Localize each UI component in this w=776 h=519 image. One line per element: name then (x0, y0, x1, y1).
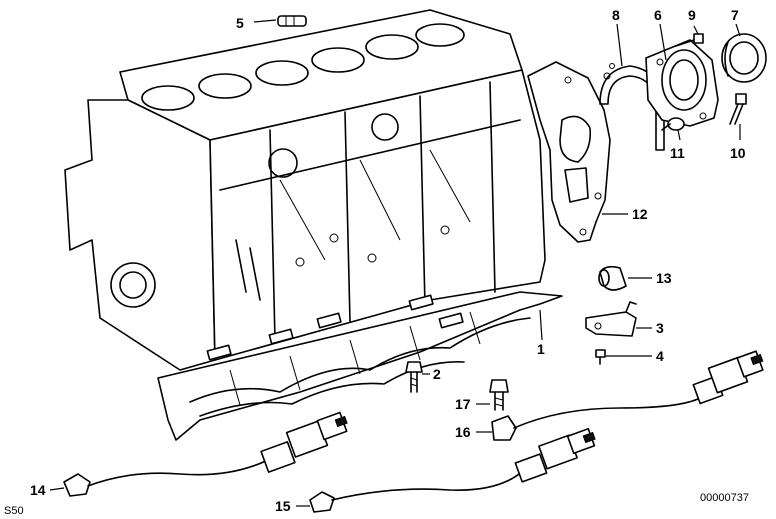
callout-13: 13 (656, 270, 672, 286)
screw-4 (595, 349, 606, 365)
knock-sensor-15 (309, 427, 596, 513)
callout-12: 12 (632, 206, 648, 222)
bushing-13 (598, 265, 627, 291)
leader-lines (49, 19, 741, 507)
callout-10: 10 (730, 145, 746, 161)
rear-gasket-plate (527, 61, 611, 243)
callout-1: 1 (537, 341, 545, 357)
shaft-seal (721, 33, 767, 83)
callout-9: 9 (688, 7, 696, 23)
oil-baffle (157, 291, 563, 441)
diagram-number: 00000737 (700, 492, 749, 504)
sleeve-11 (661, 117, 685, 131)
engine-block (64, 9, 546, 371)
bolt-2 (405, 361, 423, 393)
seal-housing (645, 39, 719, 127)
bolt-17 (489, 379, 509, 411)
callout-4: 4 (656, 348, 664, 364)
callout-7: 7 (731, 7, 739, 23)
callout-14: 14 (30, 482, 46, 498)
callout-11: 11 (670, 145, 685, 161)
callout-17: 17 (455, 396, 471, 412)
callout-6: 6 (654, 7, 662, 23)
bracket-3 (585, 301, 637, 337)
dowel-pin (277, 15, 307, 27)
diagram-code: S50 (4, 505, 24, 517)
callout-2: 2 (433, 366, 441, 382)
callout-16: 16 (455, 424, 471, 440)
bolt-10 (729, 93, 747, 125)
seal-gasket (599, 63, 665, 151)
callout-3: 3 (656, 320, 664, 336)
callout-5: 5 (236, 15, 244, 31)
callout-8: 8 (612, 7, 620, 23)
callout-15: 15 (275, 498, 291, 514)
knock-sensor-16 (491, 350, 764, 441)
bolt-9 (675, 33, 704, 47)
knock-sensor-14 (63, 411, 348, 497)
